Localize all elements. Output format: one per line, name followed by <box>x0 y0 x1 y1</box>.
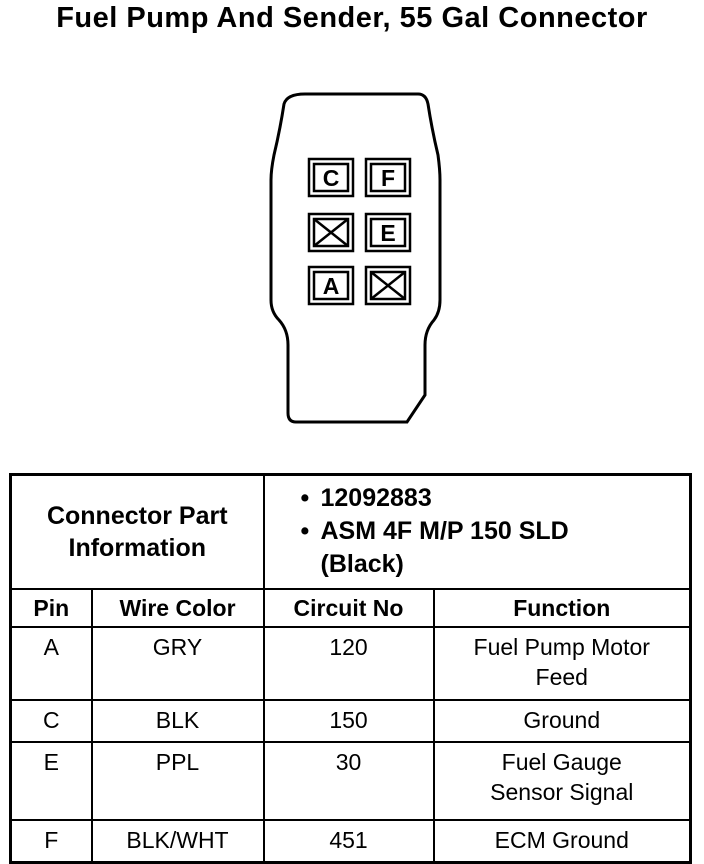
table-row: C BLK 150 Ground <box>9 699 692 743</box>
pin-cell: F <box>9 819 93 864</box>
circuit-cell: 30 <box>262 741 435 821</box>
cavity-empty-2 <box>364 265 412 306</box>
part-color: (Black) <box>320 550 404 578</box>
cavity-label-f: F <box>381 165 395 191</box>
connector-info-table: Connector Part Information •12092883 •AS… <box>9 473 692 864</box>
connector-diagram: C F E A <box>269 92 442 424</box>
cavity-c: C <box>307 157 355 198</box>
header-row: Pin Wire Color Circuit No Function <box>9 588 692 628</box>
table-row: A GRY 120 Fuel Pump Motor Feed <box>9 626 692 701</box>
table-row: E PPL 30 Fuel Gauge Sensor Signal <box>9 741 692 821</box>
function-cell: ECM Ground <box>432 819 692 864</box>
part-number: •12092883 <box>300 484 432 512</box>
header-function: Function <box>432 588 692 628</box>
cavity-label-e: E <box>380 220 395 246</box>
part-info-values: •12092883 •ASM 4F M/P 150 SLD (Black) <box>262 473 692 590</box>
circuit-cell: 120 <box>262 626 435 701</box>
table-row: F BLK/WHT 451 ECM Ground <box>9 819 692 864</box>
pin-cell: C <box>9 699 93 743</box>
wire-color-cell: GRY <box>90 626 265 701</box>
part-info-label: Connector Part Information <box>9 473 265 590</box>
wire-color-cell: BLK/WHT <box>90 819 265 864</box>
function-cell: Ground <box>432 699 692 743</box>
header-wire-color: Wire Color <box>90 588 265 628</box>
cavity-a: A <box>307 265 355 306</box>
wire-color-cell: PPL <box>90 741 265 821</box>
cavity-label-a: A <box>323 273 340 299</box>
part-info-row: Connector Part Information •12092883 •AS… <box>9 473 692 590</box>
pin-cell: A <box>9 626 93 701</box>
wire-color-cell: BLK <box>90 699 265 743</box>
part-description: •ASM 4F M/P 150 SLD <box>300 517 569 545</box>
circuit-cell: 451 <box>262 819 435 864</box>
cavity-e: E <box>364 212 412 253</box>
connector-outline <box>269 92 442 424</box>
header-circuit-no: Circuit No <box>262 588 435 628</box>
pin-cell: E <box>9 741 93 821</box>
page-title: Fuel Pump And Sender, 55 Gal Connector <box>56 2 648 34</box>
circuit-cell: 150 <box>262 699 435 743</box>
cavity-label-c: C <box>323 165 340 191</box>
header-pin: Pin <box>9 588 93 628</box>
cavity-f: F <box>364 157 412 198</box>
cavity-empty-1 <box>307 212 355 253</box>
function-cell: Fuel Gauge Sensor Signal <box>432 741 692 821</box>
function-cell: Fuel Pump Motor Feed <box>432 626 692 701</box>
